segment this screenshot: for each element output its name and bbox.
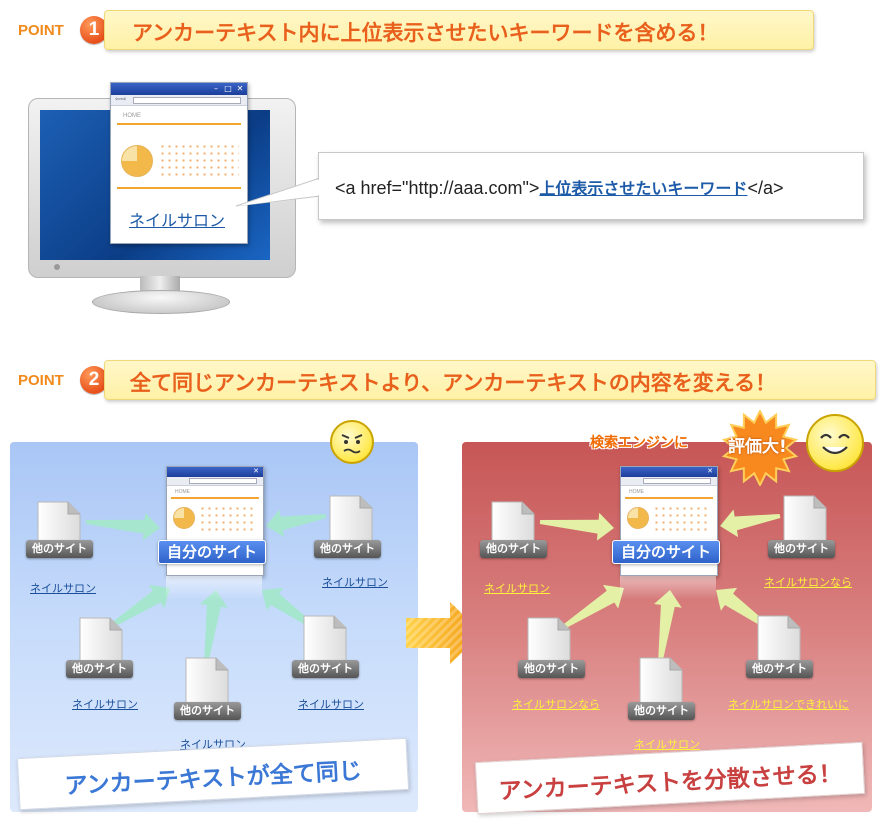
anchor-link[interactable]: ネイルサロンできれいに xyxy=(728,698,849,711)
document-icon xyxy=(302,614,348,670)
reflection-left xyxy=(166,576,262,600)
document-icon xyxy=(328,494,374,550)
my-site-label-left: 自分のサイト xyxy=(158,540,266,564)
code-line: <a href="http://aaa.com">上位表示させたいキーワード</… xyxy=(335,175,783,199)
power-icon xyxy=(54,264,60,270)
home-tab: HOME xyxy=(123,113,141,119)
code-suffix: </a> xyxy=(747,178,784,198)
link-arrow xyxy=(720,509,781,538)
code-keyword[interactable]: 上位表示させたいキーワード xyxy=(539,179,748,198)
browser-window-point1: – □ ✕ ⇦⇨ HOME ネイルサロン xyxy=(110,82,248,244)
anchor-link[interactable]: ネイルサロン xyxy=(484,582,550,595)
anchor-link[interactable]: ネイルサロン xyxy=(322,576,388,589)
point1-banner xyxy=(104,10,814,50)
point2-heading: 全て同じアンカーテキストより、アンカーテキストの内容を変える！ xyxy=(130,371,777,395)
link-arrow xyxy=(539,512,614,541)
other-site-label: 他のサイト xyxy=(292,660,359,678)
code-prefix: <a href="http://aaa.com"> xyxy=(335,178,540,198)
link-arrow xyxy=(560,584,624,630)
point2-word: POINT xyxy=(18,372,64,389)
my-site-label-right: 自分のサイト xyxy=(612,540,720,564)
other-site-label: 他のサイト xyxy=(768,540,835,558)
anchor-link[interactable]: ネイルサロンなら xyxy=(764,576,852,589)
address-field xyxy=(133,97,241,104)
link-arrow xyxy=(653,590,682,665)
document-icon xyxy=(756,614,802,670)
point1-word: POINT xyxy=(18,22,64,39)
dot-grid xyxy=(653,505,711,533)
tab-line xyxy=(117,123,241,125)
footer-line xyxy=(117,187,241,189)
close-icon: ✕ xyxy=(253,467,259,475)
link-arrow xyxy=(85,512,160,541)
back-forward-icon: ⇦⇨ xyxy=(115,95,127,103)
point1-heading: アンカーテキスト内に上位表示させたいキーワードを含める！ xyxy=(132,21,719,45)
other-site-label: 他のサイト xyxy=(480,540,547,558)
browser-titlebar: ✕ xyxy=(167,467,263,477)
document-icon xyxy=(638,656,684,712)
code-callout: <a href="http://aaa.com">上位表示させたいキーワード</… xyxy=(318,152,864,220)
close-icon: ✕ xyxy=(707,467,713,475)
address-bar xyxy=(167,477,263,486)
point2-banner xyxy=(104,360,876,400)
pie-chart-icon xyxy=(627,507,649,529)
link-arrow xyxy=(266,509,327,538)
tab-line xyxy=(625,497,713,499)
other-site-label: 他のサイト xyxy=(26,540,93,558)
monitor-link[interactable]: ネイルサロン xyxy=(129,211,226,230)
anchor-link[interactable]: ネイルサロン xyxy=(298,698,364,711)
other-site-label: 他のサイト xyxy=(518,660,585,678)
home-tab: HOME xyxy=(175,489,190,495)
link-arrow xyxy=(106,584,170,630)
address-bar: ⇦⇨ xyxy=(111,95,247,106)
other-site-label: 他のサイト xyxy=(66,660,133,678)
tab-line xyxy=(171,497,259,499)
evaluation-text: 評価大! xyxy=(728,437,787,457)
worried-face-icon xyxy=(330,420,374,464)
other-site-label: 他のサイト xyxy=(174,702,241,720)
document-icon xyxy=(526,616,572,672)
address-field xyxy=(643,478,711,484)
browser-titlebar: ✕ xyxy=(621,467,717,477)
address-bar xyxy=(621,477,717,486)
other-site-label: 他のサイト xyxy=(314,540,381,558)
search-engine-text: 検索エンジンに xyxy=(590,435,688,451)
close-icon: ✕ xyxy=(236,84,244,93)
anchor-link[interactable]: ネイルサロン xyxy=(634,738,700,751)
document-icon xyxy=(782,494,828,550)
dot-grid xyxy=(159,143,239,179)
burst-icon xyxy=(722,410,798,486)
point1-number: 1 xyxy=(80,16,108,44)
anchor-link[interactable]: ネイルサロン xyxy=(72,698,138,711)
dot-grid xyxy=(199,505,257,533)
browser-titlebar: – □ ✕ xyxy=(111,83,247,95)
maximize-icon: □ xyxy=(224,84,232,93)
anchor-link[interactable]: ネイルサロン xyxy=(30,582,96,595)
home-tab: HOME xyxy=(629,489,644,495)
point2-number: 2 xyxy=(80,366,108,394)
document-icon xyxy=(184,656,230,712)
happy-face-icon xyxy=(806,414,864,472)
pie-chart-icon xyxy=(121,145,153,177)
link-arrow xyxy=(199,590,228,665)
address-field xyxy=(189,478,257,484)
other-site-label: 他のサイト xyxy=(746,660,813,678)
pie-chart-icon xyxy=(173,507,195,529)
minimize-icon: – xyxy=(214,84,218,93)
other-site-label: 他のサイト xyxy=(628,702,695,720)
anchor-link[interactable]: ネイルサロンなら xyxy=(512,698,600,711)
reflection-right xyxy=(620,576,716,600)
monitor-base xyxy=(92,290,230,314)
